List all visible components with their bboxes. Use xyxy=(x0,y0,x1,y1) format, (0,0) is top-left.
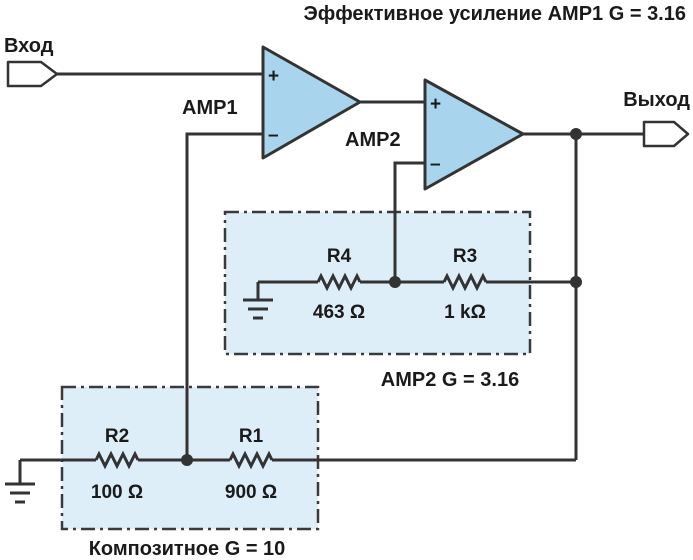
r1-name: R1 xyxy=(239,426,264,447)
r4-name: R4 xyxy=(327,246,352,267)
resistor-r4 xyxy=(316,272,362,292)
resistor-r1 xyxy=(228,450,274,470)
input-port xyxy=(6,60,59,88)
r2-value: 100 Ω xyxy=(91,482,143,503)
junction-dot xyxy=(389,276,401,288)
output-port xyxy=(642,120,690,148)
junction-dot xyxy=(570,276,582,288)
amp1-opamp: + – xyxy=(261,45,362,160)
junction-dot xyxy=(181,454,193,466)
amp1-plus-sign: + xyxy=(268,66,279,87)
amp2-label: AMP2 xyxy=(345,129,401,151)
amp1-label: AMP1 xyxy=(182,97,238,119)
r2-name: R2 xyxy=(105,426,129,447)
diagram-title: Эффективное усиление AMP1 G = 3.16 xyxy=(303,3,686,25)
r3-name: R3 xyxy=(453,246,477,267)
amp2-network-caption: AMP2 G = 3.16 xyxy=(381,369,519,391)
input-label: Вход xyxy=(4,35,54,57)
amp2-plus-sign: + xyxy=(430,94,441,115)
r4-value: 463 Ω xyxy=(313,302,365,323)
composite-network-caption: Композитное G = 10 xyxy=(89,538,286,560)
r3-value: 1 kΩ xyxy=(444,302,486,323)
resistor-r2 xyxy=(94,450,140,470)
ground-icon xyxy=(5,482,35,504)
amp2-minus-sign: – xyxy=(430,154,441,175)
amp1-minus-sign: – xyxy=(268,125,279,146)
resistor-r3 xyxy=(442,272,488,292)
junction-dot xyxy=(570,128,582,140)
output-label: Выход xyxy=(623,89,690,111)
amp2-opamp: + – xyxy=(423,78,525,191)
r1-value: 900 Ω xyxy=(225,482,277,503)
ground-icon xyxy=(243,298,273,320)
